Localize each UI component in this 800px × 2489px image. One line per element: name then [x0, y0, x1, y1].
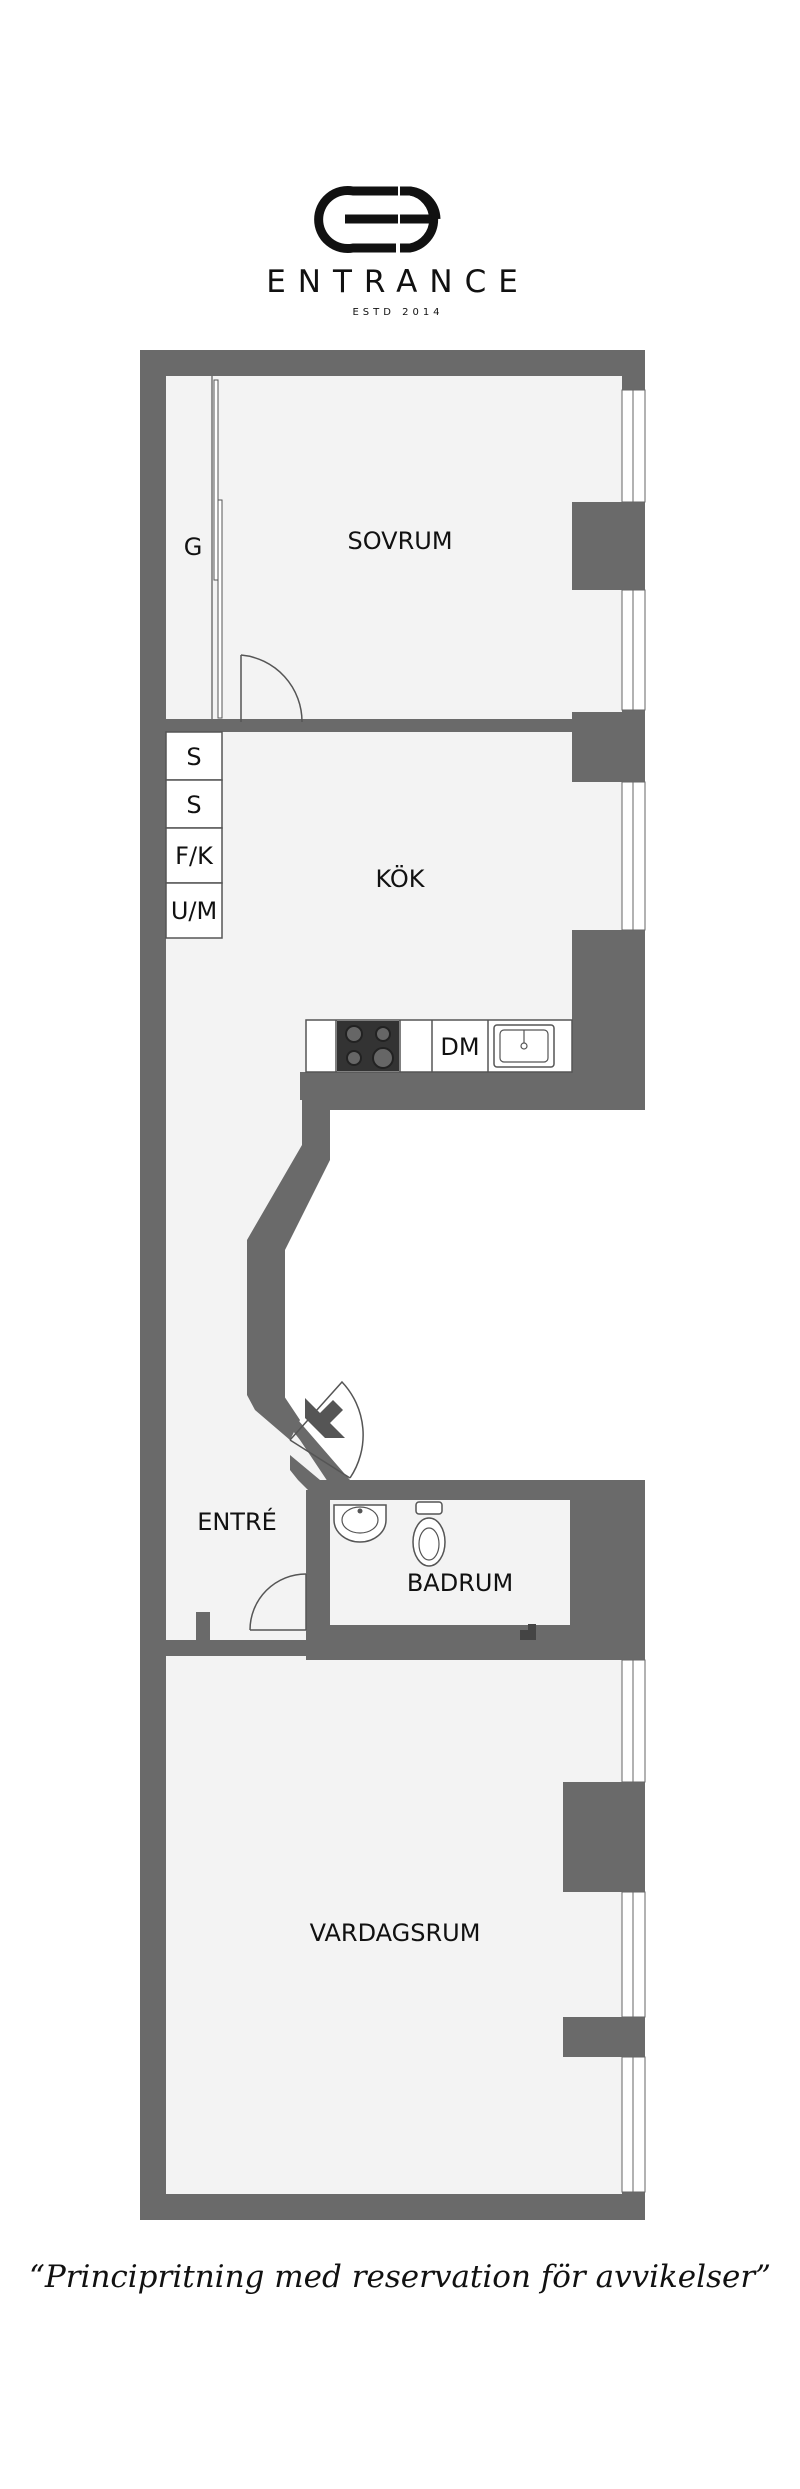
entrance-door — [289, 1380, 364, 1479]
kitchen-sink-icon — [493, 1024, 555, 1068]
disclaimer-text: “Principritning med reservation för avvi… — [29, 2259, 771, 2295]
brand-established: ESTD 2014 — [352, 307, 443, 318]
kitchen-counter: DM — [305, 1019, 573, 1073]
bathroom-sink-icon — [333, 1504, 387, 1543]
faucet-icon — [520, 1624, 536, 1640]
bedroom-door — [240, 654, 303, 723]
microwave-oven-label: U/M — [171, 897, 217, 925]
dishwasher-label: DM — [440, 1033, 479, 1061]
storage-column: S S F/K U/M — [165, 731, 223, 939]
wardrobe-sliding-doors — [211, 376, 223, 719]
badrum-label: BADRUM — [407, 1569, 513, 1597]
fridge-freezer-label: F/K — [175, 842, 214, 870]
entre-label: ENTRÉ — [197, 1507, 277, 1536]
void-area — [285, 1110, 645, 1480]
sovrum-label: SOVRUM — [347, 527, 452, 555]
storage-label-1: S — [186, 743, 201, 771]
toilet-icon — [412, 1501, 446, 1567]
bathroom-door — [249, 1573, 307, 1631]
vardagsrum-label: VARDAGSRUM — [310, 1919, 481, 1947]
sovrum-floor — [166, 376, 622, 719]
kok-label: KÖK — [375, 864, 425, 893]
brand-name: ENTRANCE — [266, 264, 530, 300]
interior-walls — [166, 502, 645, 2057]
floor-areas — [166, 376, 622, 2194]
entry-arrow-icon — [305, 1398, 345, 1438]
brand-logo: ENTRANCE ESTD 2014 — [266, 186, 530, 318]
kok-entre-floor — [166, 732, 622, 1640]
windows — [621, 389, 646, 2193]
stove-icon — [337, 1021, 399, 1071]
brand-monogram-icon — [314, 186, 441, 253]
storage-label-2: S — [186, 791, 201, 819]
vardagsrum-floor — [166, 1656, 622, 2194]
garderob-label: G — [184, 533, 203, 561]
